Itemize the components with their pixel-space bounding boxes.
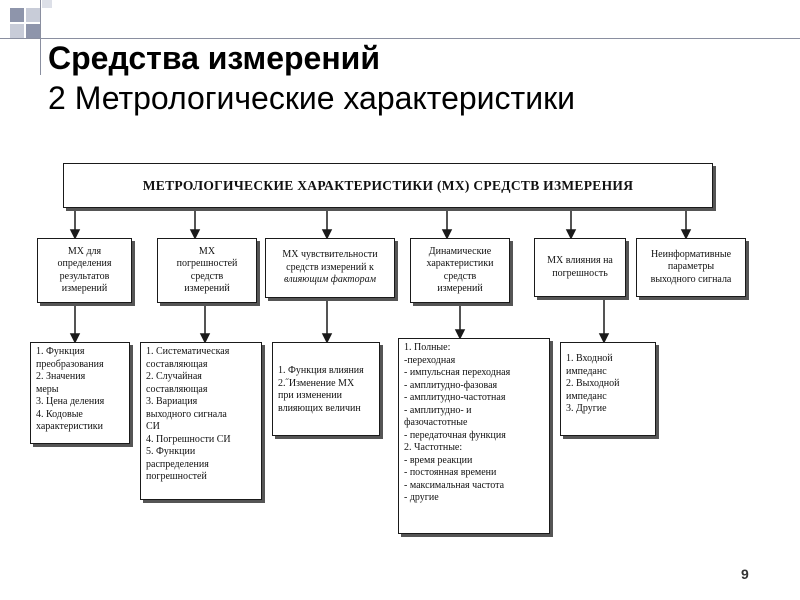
decor-line [40, 0, 41, 75]
detail-line: 2. Значения [36, 371, 86, 382]
category-line: МХ влияния на [547, 255, 613, 266]
category-box-sensitivity: МХ чувствительности средств измерений к … [265, 238, 395, 298]
connector-arrow [321, 333, 333, 344]
decor-line [0, 38, 800, 39]
category-box-error-influence: МХ влияния на погрешность [534, 238, 626, 297]
detail-line: составляющая [146, 358, 208, 370]
detail-line: выходного сигнала [146, 408, 227, 420]
detail-line: составляющая [146, 383, 208, 395]
detail-line: - амплитудно-частотная [404, 392, 506, 403]
detail-line: - максимальная частота [404, 479, 505, 491]
detail-box-sensitivity: 1. Функция влияния 2.˝Изменение МХ при и… [272, 342, 380, 436]
category-box-dynamic: Динамические характеристики средств изме… [410, 238, 510, 303]
category-line: влияющим факторам [283, 274, 377, 286]
detail-line: - время реакции [404, 454, 473, 466]
decor-square [10, 8, 24, 22]
slide-title: Средства измерений [48, 40, 381, 76]
page-number: 9 [741, 566, 749, 582]
detail-line: - другие [404, 492, 439, 503]
detail-line: 2. Случайная [146, 371, 202, 382]
category-line: погрешность [552, 267, 608, 279]
connector-arrow [189, 229, 201, 240]
decor-square [42, 0, 52, 8]
category-line: МХ для [67, 245, 102, 257]
decor-square [10, 24, 24, 38]
connector-arrow [598, 333, 610, 344]
category-line: результатов [59, 270, 110, 282]
detail-line: фазочастотные [404, 417, 468, 428]
connector-arrow [454, 329, 466, 340]
detail-line: - амплитудно-фазовая [404, 379, 498, 391]
category-line: измерений [437, 283, 483, 294]
detail-line: 1. Полные: [404, 342, 451, 353]
category-box-errors: МХ погрешностей средств измерений [157, 238, 257, 303]
detail-line: 3. Вариация [146, 396, 198, 407]
detail-box-error-influence: 1. Входной импеданс 2. Выходной импеданс… [560, 342, 656, 436]
detail-line: 1. Входной [566, 353, 613, 364]
diagram-root-box: МЕТРОЛОГИЧЕСКИЕ ХАРАКТЕРИСТИКИ (МХ) СРЕД… [63, 163, 713, 208]
detail-line: - передаточная функция [404, 429, 506, 441]
detail-line: 1. Функция влияния [278, 365, 364, 376]
connector-arrow [69, 333, 81, 344]
category-line: средств [190, 270, 224, 282]
detail-line: СИ [146, 421, 160, 432]
detail-box-dynamic: 1. Полные: -переходная - импульсная пере… [398, 338, 550, 534]
detail-line: 3. Другие [566, 403, 607, 414]
category-box-measurement-results: МХ для определения результатов измерений [37, 238, 132, 303]
detail-line: -переходная [404, 354, 456, 366]
detail-line: характеристики [36, 421, 104, 432]
category-line: выходного сигнала [650, 273, 732, 285]
detail-line: погрешностей [146, 471, 207, 482]
category-line: погрешностей [176, 258, 238, 269]
category-line: определения [57, 258, 112, 269]
detail-box-measurement-results: 1. Функция преобразования 2. Значения ме… [30, 342, 130, 444]
connector-arrow [199, 333, 211, 344]
category-box-noninformative: Неинформативные параметры выходного сигн… [636, 238, 746, 297]
detail-line: - постоянная времени [404, 467, 497, 478]
detail-line: распределения [146, 458, 209, 470]
category-line: Неинформативные [650, 248, 732, 260]
connector-arrow [680, 229, 692, 240]
connector-arrow [321, 229, 333, 240]
detail-line: 1. Функция [36, 346, 85, 357]
detail-line: 3. Цена деления [36, 396, 105, 407]
detail-line: 2. Выходной [566, 378, 620, 389]
detail-line: 4. Погрешности СИ [146, 433, 231, 445]
detail-line: 4. Кодовые [36, 408, 83, 420]
connector-arrow [565, 229, 577, 240]
detail-line: импеданс [566, 365, 607, 377]
detail-line: - импульсная переходная [404, 367, 511, 378]
detail-line: 2. Частотные: [404, 442, 463, 453]
category-line: МХ [198, 245, 216, 257]
category-line: средств [443, 270, 477, 282]
category-line: Динамические [428, 245, 492, 257]
category-line: характеристики [426, 258, 494, 269]
slide-subtitle: 2 Метрологические характеристики [48, 80, 575, 116]
category-line: измерений [61, 283, 108, 294]
detail-line: 1. Систематическая [146, 346, 230, 357]
detail-line: 5. Функции [146, 446, 196, 457]
detail-line: преобразования [36, 358, 104, 370]
category-line: средств измерений к [286, 261, 374, 273]
detail-line: 2.˝Изменение МХ [278, 377, 355, 389]
detail-line: импеданс [566, 390, 607, 402]
detail-box-errors: 1. Систематическая составляющая 2. Случа… [140, 342, 262, 500]
connector-arrow [69, 229, 81, 240]
category-line: параметры [667, 261, 715, 273]
category-line: измерений [184, 283, 230, 294]
detail-line: - амплитудно- и [404, 404, 472, 416]
decor-square [26, 24, 40, 38]
category-line: МХ чувствительности [282, 249, 378, 261]
detail-line: влияющих величин [278, 402, 361, 414]
connector-arrow [441, 229, 453, 240]
detail-line: меры [36, 383, 59, 395]
detail-line: при изменении [278, 390, 342, 401]
decor-square [26, 8, 40, 22]
